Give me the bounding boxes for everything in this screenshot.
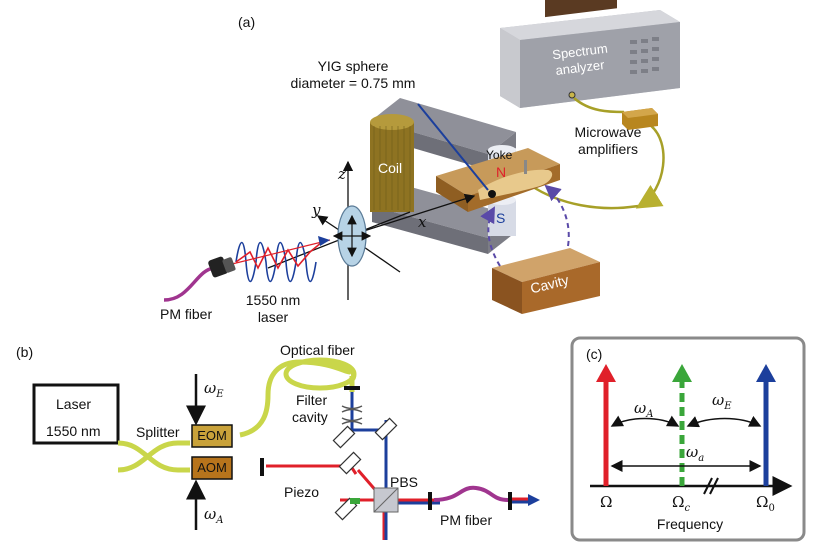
yoke-label: Yoke — [486, 148, 513, 162]
axis-break — [703, 477, 719, 495]
output-arrows — [512, 494, 540, 506]
laser-beam — [231, 236, 331, 283]
tick-omega: Ω — [600, 493, 613, 511]
axis-z-label: z — [338, 165, 346, 183]
splitter-label: Splitter — [136, 424, 180, 440]
yig-pointer — [417, 103, 489, 191]
omega-a-c-label: ωa — [686, 443, 705, 464]
omega-A-label: ωA — [634, 399, 654, 420]
omega-e-label: ωE — [204, 379, 224, 400]
eom-box — [191, 424, 233, 448]
panel-c-frame — [570, 336, 806, 542]
pbs-cube — [373, 487, 399, 513]
south-label: S — [496, 210, 506, 226]
tick-omega-0: Ω0 — [756, 493, 775, 514]
amplifier-label-line1: Microwave — [574, 124, 642, 140]
amplifier-label-line2: amplifiers — [578, 141, 638, 157]
aom-box — [191, 456, 233, 480]
piezo-element — [350, 498, 360, 504]
laser-box-line2: 1550 nm — [46, 423, 101, 439]
piezo-label: Piezo — [284, 484, 320, 500]
laser-box — [32, 383, 120, 445]
microwave-cable — [529, 97, 665, 210]
pbs-label: PBS — [390, 474, 419, 490]
panel-a-label: (a) — [238, 14, 256, 30]
eom-label: EOM — [197, 428, 227, 443]
omega-a-label: ωA — [204, 505, 224, 526]
laser-label-line1: 1550 nm — [245, 292, 301, 308]
filter-cavity — [341, 405, 363, 425]
laser-label-line2: laser — [257, 309, 289, 325]
pm-fiber-a-label: PM fiber — [160, 306, 213, 322]
yig-label-line1: YIG sphere — [317, 58, 389, 74]
cavity-box — [492, 248, 600, 314]
panel-b-label: (b) — [16, 344, 34, 360]
tick-omega-c: Ωc — [672, 493, 691, 514]
pm-fiber-b — [433, 485, 509, 502]
frequency-arcs — [610, 415, 762, 472]
microwave-board — [436, 148, 560, 212]
yig-label-line2: diameter = 0.75 mm — [290, 75, 416, 91]
optical-fiber-loop — [239, 357, 357, 438]
splitter-fibers — [117, 440, 190, 473]
omega-E-label: ωE — [712, 391, 732, 412]
blue-arrowhead — [756, 364, 776, 382]
red-arrowhead — [596, 364, 616, 382]
filter-label-line1: Filter — [296, 392, 328, 408]
green-arrowhead — [672, 364, 692, 382]
optical-fiber-label: Optical fiber — [280, 342, 355, 358]
laser-box-line1: Laser — [56, 396, 92, 412]
coil-label: Coil — [378, 160, 403, 176]
frequency-axis-label: Frequency — [656, 516, 724, 532]
north-label: N — [496, 164, 507, 180]
lens — [332, 205, 372, 267]
amplifier — [622, 108, 658, 130]
panel-c-label: (c) — [586, 346, 603, 362]
filter-label-line2: cavity — [292, 409, 328, 425]
pm-fiber-a — [163, 256, 236, 302]
spectrum-analyzer — [500, 0, 680, 108]
pm-fiber-b-label: PM fiber — [440, 512, 493, 528]
coil — [370, 114, 414, 212]
fiber-connectors — [260, 386, 512, 510]
axis-x-label: x — [418, 213, 427, 231]
aom-label: AOM — [197, 460, 227, 475]
coupling-arrow-left — [480, 206, 501, 267]
axis-y-label: y — [312, 201, 321, 219]
